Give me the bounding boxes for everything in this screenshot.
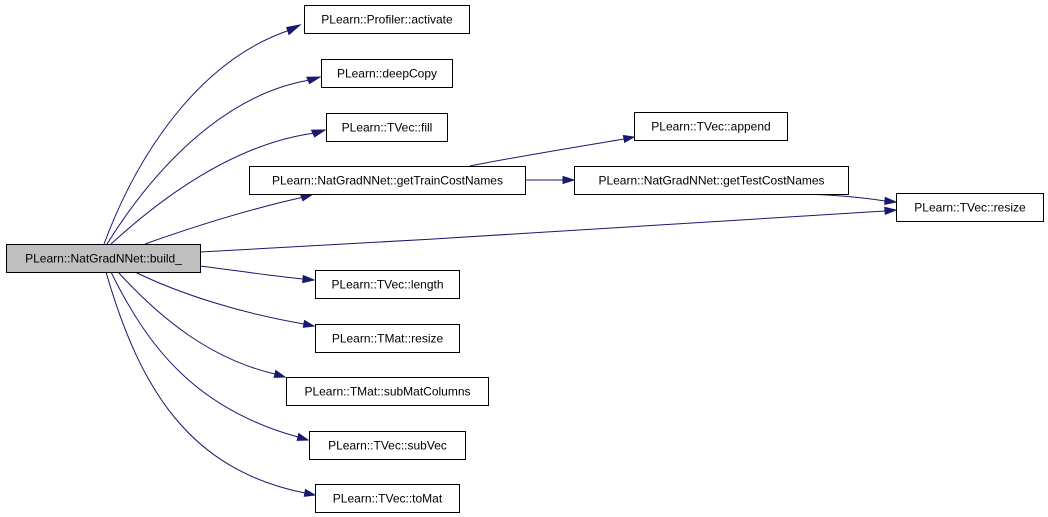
arrowhead-icon <box>884 196 898 206</box>
node-box <box>315 324 460 353</box>
node-label: PLearn::TVec::fill <box>342 121 433 135</box>
node-deepCopy[interactable]: PLearn::deepCopy <box>321 59 453 88</box>
edge-line <box>117 271 276 375</box>
edge-build-to-getTrainCostNames <box>144 193 315 245</box>
edge-build-to-tvec_resize <box>199 206 898 253</box>
edge-build-to-toMat <box>105 271 317 497</box>
node-label: PLearn::TVec::length <box>331 278 443 292</box>
node-box <box>304 5 470 34</box>
node-box <box>249 166 526 195</box>
edge-build-to-fill <box>110 129 327 245</box>
node-label: PLearn::TVec::subVec <box>328 439 447 453</box>
node-label: PLearn::TMat::resize <box>332 332 444 346</box>
edge-line <box>110 271 299 438</box>
edge-line <box>103 29 291 245</box>
node-box <box>634 112 788 141</box>
edge-getTrainCostNames-to-getTestCostNames <box>525 175 576 185</box>
node-label: PLearn::NatGradNNet::build_ <box>25 252 182 266</box>
node-label: PLearn::deepCopy <box>337 67 437 81</box>
node-label: PLearn::TMat::subMatColumns <box>304 385 470 399</box>
node-box <box>6 244 201 273</box>
node-subMatColumns[interactable]: PLearn::TMat::subMatColumns <box>286 377 489 406</box>
arrowhead-icon <box>273 369 287 378</box>
arrowhead-icon <box>303 488 317 497</box>
arrowhead-icon <box>310 129 327 138</box>
arrowhead-icon <box>299 193 315 202</box>
node-getTestCostNames[interactable]: PLearn::NatGradNNet::getTestCostNames <box>574 166 849 195</box>
node-length[interactable]: PLearn::TVec::length <box>315 270 460 299</box>
node-box <box>326 113 448 142</box>
node-tvec_resize[interactable]: PLearn::TVec::resize <box>896 193 1044 222</box>
arrowhead-icon <box>622 134 636 144</box>
edge-line <box>804 193 886 202</box>
node-build[interactable]: PLearn::NatGradNNet::build_ <box>6 244 201 273</box>
edges-layer <box>103 24 898 497</box>
node-activate[interactable]: PLearn::Profiler::activate <box>304 5 470 34</box>
node-box <box>574 166 849 195</box>
node-label: PLearn::TVec::toMat <box>333 492 443 506</box>
node-box <box>896 193 1044 222</box>
edge-build-to-activate <box>103 24 302 245</box>
edge-line <box>106 79 311 245</box>
arrowhead-icon <box>306 76 322 85</box>
arrowhead-icon <box>286 24 302 36</box>
edge-build-to-length <box>199 265 316 284</box>
arrowhead-icon <box>296 432 310 441</box>
node-append[interactable]: PLearn::TVec::append <box>634 112 788 141</box>
edge-build-to-subVec <box>110 271 310 441</box>
node-label: PLearn::TVec::append <box>651 120 770 134</box>
node-box <box>321 59 453 88</box>
node-box <box>309 431 466 460</box>
edge-line <box>144 196 305 245</box>
edge-line <box>134 271 305 325</box>
edge-line <box>469 138 625 167</box>
edge-getTestCostNames-to-tvec_resize <box>804 193 898 206</box>
node-getTrainCostNames[interactable]: PLearn::NatGradNNet::getTrainCostNames <box>249 166 526 195</box>
node-fill[interactable]: PLearn::TVec::fill <box>326 113 448 142</box>
node-box <box>315 484 460 513</box>
node-label: PLearn::TVec::resize <box>914 201 1026 215</box>
node-box <box>315 270 460 299</box>
arrowhead-icon <box>302 274 316 284</box>
arrowhead-icon <box>884 206 898 216</box>
node-toMat[interactable]: PLearn::TVec::toMat <box>315 484 460 513</box>
edge-line <box>105 271 306 494</box>
node-label: PLearn::NatGradNNet::getTestCostNames <box>598 174 824 188</box>
edge-getTrainCostNames-to-append <box>469 134 636 167</box>
edge-build-to-deepCopy <box>106 76 322 245</box>
arrowhead-icon <box>302 319 316 328</box>
edge-line <box>199 265 304 280</box>
node-subVec[interactable]: PLearn::TVec::subVec <box>309 431 466 460</box>
edge-line <box>110 132 316 245</box>
edge-line <box>199 210 886 253</box>
node-label: PLearn::Profiler::activate <box>321 13 453 27</box>
nodes-layer: PLearn::NatGradNNet::build_ PLearn::Profi… <box>6 5 1044 513</box>
edge-build-to-subMatColumns <box>117 271 287 378</box>
node-tmat_resize[interactable]: PLearn::TMat::resize <box>315 324 460 353</box>
arrowhead-icon <box>562 175 576 185</box>
edge-build-to-tmat_resize <box>134 271 316 328</box>
node-box <box>286 377 489 406</box>
node-label: PLearn::NatGradNNet::getTrainCostNames <box>272 174 503 188</box>
